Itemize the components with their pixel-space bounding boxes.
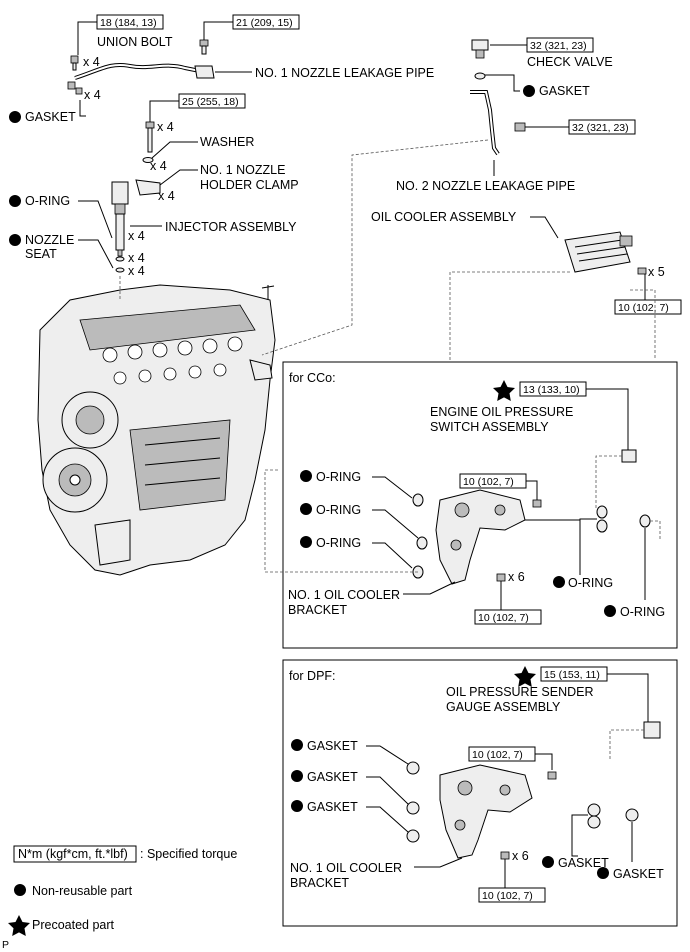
union-bolt-label: UNION BOLT <box>97 35 173 49</box>
dpf-gasket-1-label: GASKET <box>307 739 358 753</box>
cco-panel <box>282 361 678 649</box>
nozzle-leakage-pipe-1-label: NO. 1 NOZZLE LEAKAGE PIPE <box>255 66 434 80</box>
nozzle-leakage-pipe-2-label: NO. 2 NOZZLE LEAKAGE PIPE <box>396 179 575 193</box>
qty-cooler-bolts: x 5 <box>648 265 665 279</box>
dpf-title: for DPF: <box>289 669 336 683</box>
torque-21-label: 21 (209, 15) <box>236 17 293 29</box>
qty-washer: x 4 <box>150 159 167 173</box>
dpf-panel <box>282 659 678 927</box>
qty-gasket-top: x 4 <box>84 88 101 102</box>
legend-non-reusable: Non-reusable part <box>32 884 133 898</box>
injector-label: INJECTOR ASSEMBLY <box>165 220 297 234</box>
cco-switch-label-1: ENGINE OIL PRESSURE <box>430 405 573 419</box>
gasket-check-valve-label: GASKET <box>539 84 590 98</box>
holder-clamp-label-1: NO. 1 NOZZLE <box>200 163 285 177</box>
dpf-bracket-part <box>439 764 533 859</box>
nozzle-seat-label-2: SEAT <box>25 247 57 261</box>
oil-cooler-label: OIL COOLER ASSEMBLY <box>371 210 517 224</box>
cco-title: for CCo: <box>289 371 336 385</box>
holder-clamp-label-2: HOLDER CLAMP <box>200 178 299 192</box>
oil-cooler-part <box>564 231 633 273</box>
dpf-bracket-label-2: BRACKET <box>290 876 349 890</box>
qty-union-bolt: x 4 <box>83 55 100 69</box>
non-reusable-dot <box>9 111 21 123</box>
torque-32a-label: 32 (321, 23) <box>530 40 587 52</box>
legend-torque-desc: : Specified torque <box>140 847 237 861</box>
nozzle-seat-label-1: NOZZLE <box>25 233 74 247</box>
legend-non-reusable-dot <box>14 884 26 896</box>
cco-oring-1-label: O-RING <box>316 470 361 484</box>
check-valve-part <box>471 39 489 59</box>
engine-block-illustration <box>37 284 276 576</box>
torque-18-label: 18 (184, 13) <box>100 17 157 29</box>
precoated-star-icon <box>493 380 515 401</box>
oil-pressure-sender-part <box>643 721 661 739</box>
cco-oring-2-label: O-RING <box>316 503 361 517</box>
torque-10-cooler-label: 10 (102, 7) <box>618 302 669 314</box>
dpf-gasket-4-label: GASKET <box>558 856 609 870</box>
torque-25-label: 25 (255, 18) <box>182 96 239 108</box>
check-valve-label: CHECK VALVE <box>527 55 613 69</box>
legend-star-icon <box>8 915 30 936</box>
qty-oring: x 4 <box>128 229 145 243</box>
qty-nozzle-seat: x 4 <box>128 264 145 278</box>
torque-10-dpf-a-label: 10 (102, 7) <box>472 749 523 761</box>
gasket-left-label: GASKET <box>25 110 76 124</box>
precoated-star-icon-2 <box>514 666 536 687</box>
cco-bracket-label-2: BRACKET <box>288 603 347 617</box>
o-ring-label: O-RING <box>25 194 70 208</box>
torque-13-label: 13 (133, 10) <box>523 384 580 396</box>
washer-label: WASHER <box>200 135 254 149</box>
cco-switch-label-2: SWITCH ASSEMBLY <box>430 420 549 434</box>
union-bolt-part: x 4 x 4 <box>67 55 101 102</box>
qty-clamp: x 4 <box>158 189 175 203</box>
cco-bracket-label-1: NO. 1 OIL COOLER <box>288 588 400 602</box>
cco-oring-4-label: O-RING <box>568 576 613 590</box>
torque-32b-label: 32 (321, 23) <box>572 122 629 134</box>
torque-10-cco-a-label: 10 (102, 7) <box>463 476 514 488</box>
oil-pressure-switch-part <box>621 449 637 463</box>
cco-oring-3-label: O-RING <box>316 536 361 550</box>
legend-torque-unit: N*m (kgf*cm, ft.*lbf) <box>18 847 128 861</box>
dpf-gauge-label-2: GAUGE ASSEMBLY <box>446 700 561 714</box>
dpf-gasket-2-label: GASKET <box>307 770 358 784</box>
qty-injector: x 4 <box>128 251 145 265</box>
torque-10-cco-b-label: 10 (102, 7) <box>478 612 529 624</box>
footer-code: P <box>2 939 9 951</box>
dpf-bracket-label-1: NO. 1 OIL COOLER <box>290 861 402 875</box>
legend-precoated: Precoated part <box>32 918 115 932</box>
dpf-gasket-3-label: GASKET <box>307 800 358 814</box>
torque-10-dpf-b-label: 10 (102, 7) <box>482 890 533 902</box>
injector-part <box>111 181 129 257</box>
qty-cco-bolts: x 6 <box>508 570 525 584</box>
torque-15-label: 15 (153, 11) <box>544 669 600 681</box>
dpf-gasket-5-label: GASKET <box>613 867 664 881</box>
qty-bolt-25: x 4 <box>157 120 174 134</box>
cco-bracket-part <box>435 489 526 585</box>
cco-oring-5-label: O-RING <box>620 605 665 619</box>
qty-dpf-bolts: x 6 <box>512 849 529 863</box>
dpf-gauge-label-1: OIL PRESSURE SENDER <box>446 685 594 699</box>
